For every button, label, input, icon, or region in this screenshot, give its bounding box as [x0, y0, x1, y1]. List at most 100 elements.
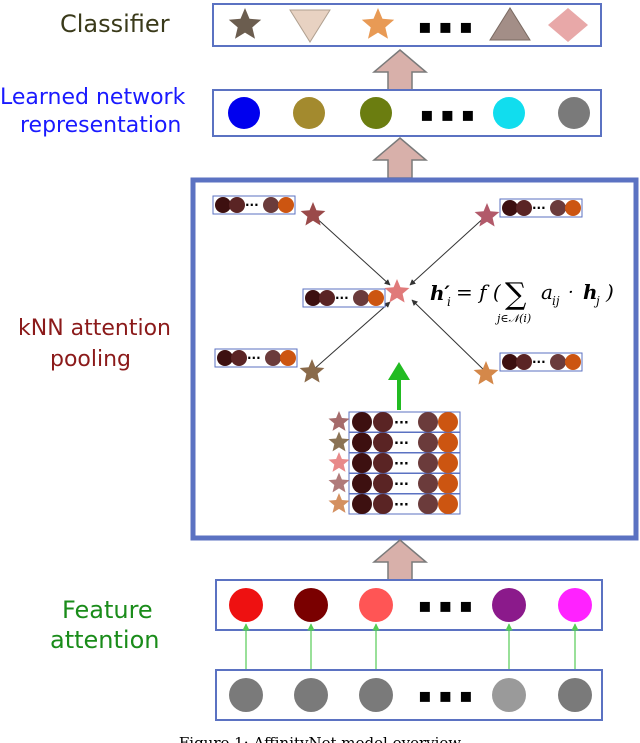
feature-node	[558, 588, 592, 622]
vector-element	[502, 354, 518, 370]
green-arrow-head	[388, 362, 410, 380]
neighbor-group: ···	[474, 198, 583, 227]
stack-matrix: ···············	[328, 411, 461, 515]
formula-h: h	[583, 280, 598, 304]
star-icon	[328, 472, 350, 493]
vector-element	[516, 354, 532, 370]
classifier-shapes	[228, 7, 588, 43]
star-icon	[361, 8, 395, 39]
formula-a-sub: ij	[552, 294, 560, 308]
input-nodes	[229, 678, 592, 712]
matrix-ellipsis: ···	[394, 457, 409, 472]
knn-attention-label-line2: pooling	[50, 347, 131, 372]
formula-dot: ·	[568, 282, 574, 303]
input-node	[558, 678, 592, 712]
learned-representation-box	[212, 89, 602, 137]
matrix-element	[352, 473, 372, 494]
matrix-element	[438, 473, 458, 494]
star-icon	[328, 411, 350, 431]
vector-element	[280, 350, 296, 366]
star-icon	[474, 203, 500, 227]
triangle-up-icon	[489, 7, 531, 41]
matrix-element	[352, 494, 372, 514]
learned-node	[360, 97, 392, 129]
learned-node	[228, 97, 260, 129]
up-arrow-to-learned	[371, 137, 429, 179]
vector-element	[502, 200, 518, 216]
input-node	[359, 678, 393, 712]
vector-element	[263, 197, 279, 213]
classifier-label: Classifier	[60, 10, 170, 38]
vector-element	[368, 290, 384, 306]
vector-element	[305, 290, 321, 306]
matrix-element	[418, 494, 438, 514]
star-icon	[328, 493, 350, 513]
vector-ellipsis: ···	[532, 355, 546, 369]
edge-top-right	[409, 214, 488, 286]
learned-ellipsis: ▪ ▪ ▪	[420, 102, 475, 126]
vector-element	[231, 350, 247, 366]
vector-element	[215, 197, 231, 213]
classifier-box	[212, 3, 602, 47]
vector-element	[229, 197, 245, 213]
vector-ellipsis: ···	[532, 201, 546, 215]
figure-caption: Figure 1: AffinityNet model overview	[179, 734, 461, 743]
matrix-element	[352, 453, 372, 473]
formula-a: a	[541, 280, 553, 304]
matrix-element	[418, 432, 438, 453]
matrix-element	[438, 412, 458, 432]
matrix-element	[438, 432, 458, 453]
matrix-ellipsis: ···	[394, 478, 409, 493]
feature-node	[229, 588, 263, 622]
star-icon	[384, 279, 410, 303]
learned-representation-label-line1: Learned network	[0, 85, 186, 110]
attention-formula: h′ i = f ( ∑ j∈𝒩(i) a ij · h j )	[430, 277, 614, 325]
edge-bottom-right	[411, 299, 488, 374]
formula-equals: = f (	[456, 280, 502, 304]
vector-ellipsis: ···	[247, 351, 261, 365]
vector-element	[565, 200, 581, 216]
matrix-element	[352, 412, 372, 432]
matrix-ellipsis: ···	[394, 416, 409, 431]
feature-attention-label-line1: Feature	[62, 596, 153, 624]
neighbor-group: ···	[214, 348, 325, 383]
matrix-element	[373, 494, 393, 514]
star-icon	[328, 452, 350, 472]
input-node	[492, 678, 526, 712]
matrix-element	[352, 432, 372, 453]
star-icon	[473, 361, 499, 385]
input-node	[229, 678, 263, 712]
learned-representation-label-line2: representation	[20, 113, 181, 138]
vector-ellipsis: ···	[245, 198, 259, 212]
matrix-element	[373, 432, 393, 453]
matrix-element	[438, 494, 458, 514]
up-arrow-to-classifier	[371, 49, 429, 91]
star-icon	[300, 202, 326, 226]
learned-node	[558, 97, 590, 129]
knn-neighbors: ···············	[212, 195, 583, 385]
formula-close: )	[605, 280, 614, 304]
vector-element	[217, 350, 233, 366]
feature-attention-box	[215, 579, 603, 631]
star-icon	[299, 359, 325, 383]
feature-node	[294, 588, 328, 622]
matrix-element	[438, 453, 458, 473]
matrix-ellipsis: ···	[394, 437, 409, 452]
formula-lhs-sub: i	[447, 295, 451, 309]
feature-node	[359, 588, 393, 622]
learned-node	[293, 97, 325, 129]
matrix-element	[418, 473, 438, 494]
vector-element	[550, 200, 566, 216]
learned-nodes	[228, 97, 590, 129]
feature-attention-label-line2: attention	[50, 626, 159, 654]
knn-attention-label-line1: kNN attention	[18, 316, 171, 341]
feature-nodes	[229, 588, 592, 622]
neighbor-group: ···	[473, 352, 583, 385]
star-icon	[328, 431, 350, 452]
classifier-ellipsis: ▪ ▪ ▪	[418, 14, 473, 38]
formula-sum-sub: j∈𝒩(i)	[494, 312, 531, 325]
thin-green-arrows	[242, 623, 579, 677]
diamond-icon	[548, 8, 588, 42]
matrix-element	[373, 473, 393, 494]
